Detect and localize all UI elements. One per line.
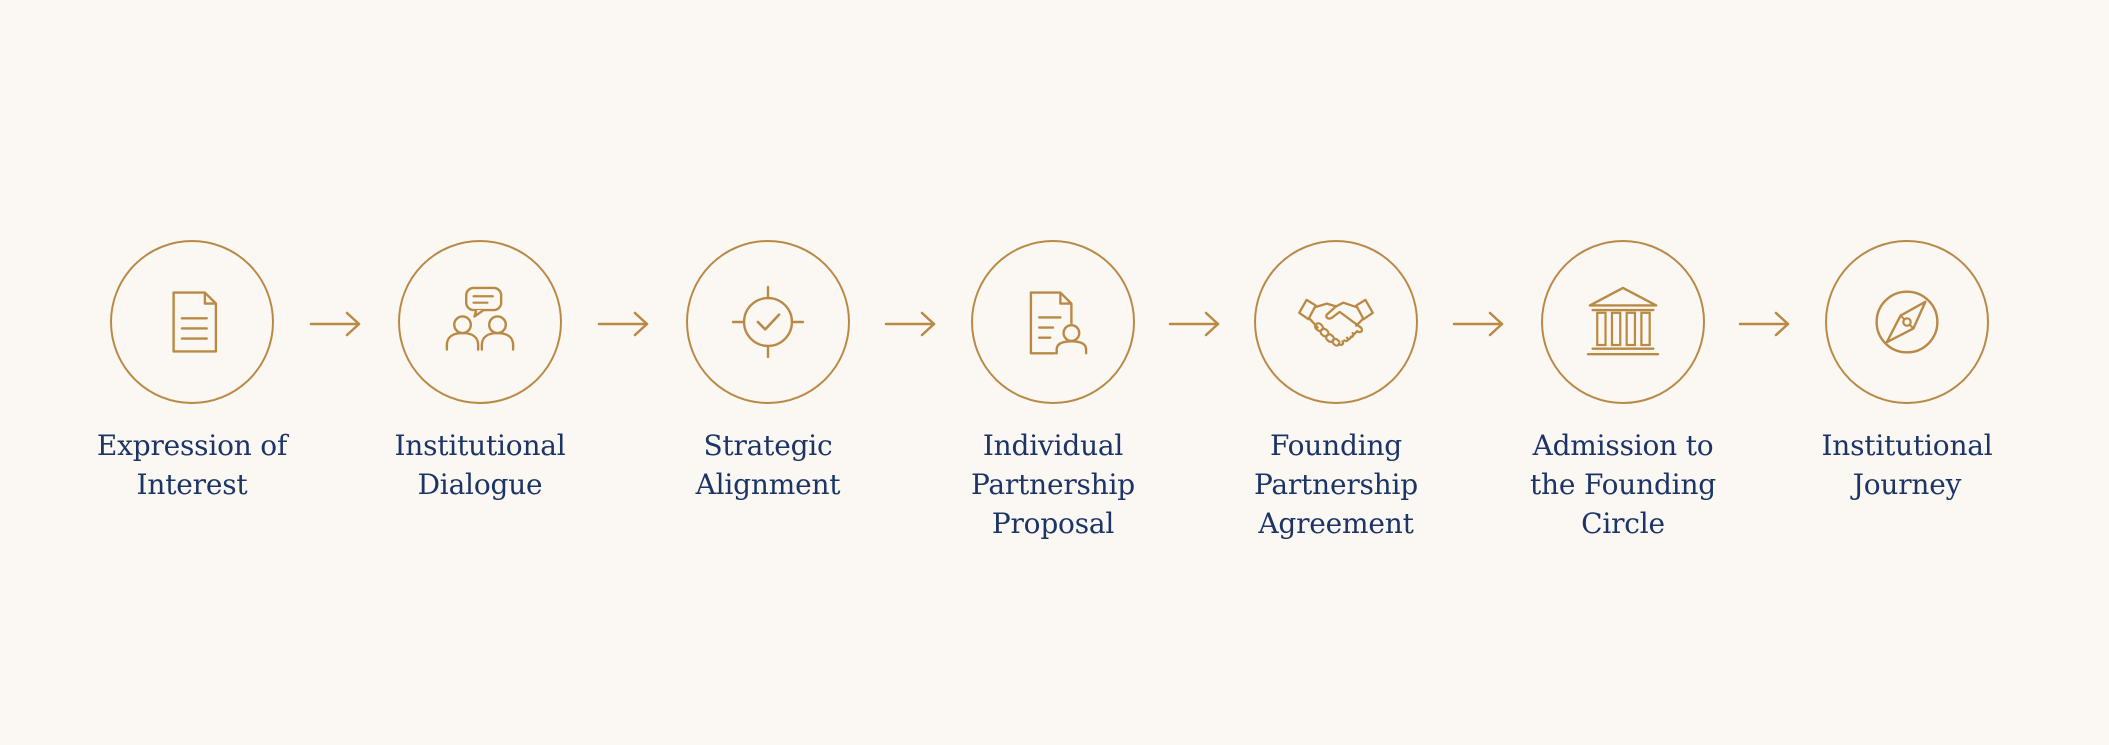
step-icon-circle [1541,240,1705,404]
step-icon-circle [1254,240,1418,404]
step-founding-partnership-agreement: Founding Partnership Agreement [1216,240,1456,543]
step-admission-to-the-founding-circle: Admission to the Founding Circle [1503,240,1743,543]
target-check-icon [731,285,805,359]
step-icon-circle [971,240,1135,404]
document-person-icon [1029,291,1088,355]
step-label-line: Partnership [1254,468,1418,501]
step-label-line: Journey [1852,468,1962,501]
step-label: Institutional Dialogue [394,426,565,504]
step-label-line: Interest [136,468,248,501]
step-label-line: Partnership [971,468,1135,501]
step-label-line: Strategic [703,429,833,462]
arrow-right-icon [1738,309,1792,339]
step-icon-circle [110,240,274,404]
institution-building-icon [1586,286,1660,356]
step-label-line: the Founding [1529,468,1716,501]
arrow-right-icon [1452,309,1506,339]
document-icon [172,291,218,353]
step-label-line: Admission to [1532,429,1714,462]
step-institutional-journey: Institutional Journey [1787,240,2027,504]
step-label-line: Expression of [96,429,288,462]
step-label-line: Alignment [695,468,841,501]
step-label: Individual Partnership Proposal [971,426,1135,543]
arrow-right-icon [309,309,363,339]
step-label-line: Institutional [1821,429,1993,462]
step-icon-circle [686,240,850,404]
compass-icon [1875,290,1939,354]
step-label-line: Institutional [394,429,566,462]
step-label-line: Dialogue [417,468,543,501]
step-label-line: Proposal [991,507,1115,540]
arrow-right-icon [597,309,651,339]
step-icon-circle [1825,240,1989,404]
step-label: Expression of Interest [97,426,287,504]
people-speech-bubble-icon [445,286,515,351]
step-icon-circle [398,240,562,404]
arrow-right-icon [884,309,938,339]
step-expression-of-interest: Expression of Interest [72,240,312,504]
step-strategic-alignment: Strategic Alignment [648,240,888,504]
step-label: Admission to the Founding Circle [1530,426,1716,543]
step-individual-partnership-proposal: Individual Partnership Proposal [933,240,1173,543]
step-label: Institutional Journey [1821,426,1992,504]
step-institutional-dialogue: Institutional Dialogue [360,240,600,504]
step-label: Founding Partnership Agreement [1254,426,1418,543]
arrow-right-icon [1168,309,1222,339]
step-label-line: Founding [1269,429,1403,462]
step-label-line: Individual [982,429,1124,462]
step-label-line: Circle [1581,507,1665,540]
step-label: Strategic Alignment [696,426,841,504]
handshake-icon [1298,298,1374,347]
step-label-line: Agreement [1258,507,1414,540]
